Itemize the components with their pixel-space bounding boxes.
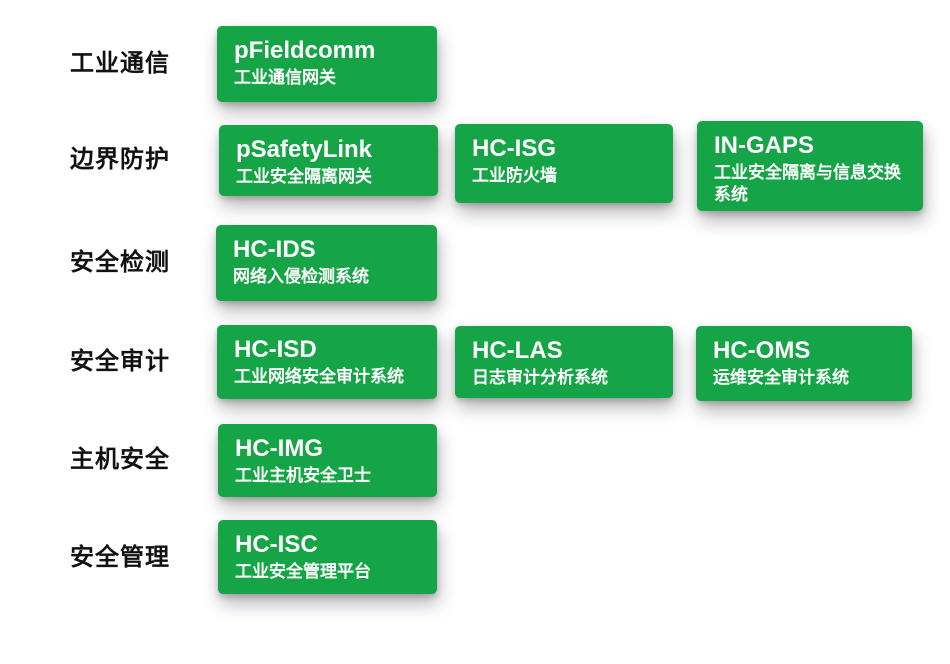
product-card-hc-las: HC-LAS 日志审计分析系统: [455, 326, 673, 398]
category-label-security-detection: 安全检测: [70, 249, 170, 276]
product-name: HC-IDS: [233, 236, 316, 263]
product-name: HC-ISD: [234, 336, 317, 363]
product-name: HC-LAS: [472, 337, 563, 364]
category-label-boundary-protection: 边界防护: [70, 146, 170, 173]
product-desc: 日志审计分析系统: [472, 367, 608, 387]
product-card-hc-img: HC-IMG 工业主机安全卫士: [218, 424, 437, 497]
product-desc: 工业安全管理平台: [235, 561, 371, 581]
product-card-pfieldcomm: pFieldcomm 工业通信网关: [217, 26, 437, 102]
product-card-hc-isd: HC-ISD 工业网络安全审计系统: [217, 325, 437, 399]
product-name: pFieldcomm: [234, 37, 376, 64]
product-desc: 工业防火墙: [472, 165, 557, 185]
product-desc: 工业主机安全卫士: [235, 465, 371, 485]
product-name: HC-IMG: [235, 435, 323, 462]
product-card-hc-isc: HC-ISC 工业安全管理平台: [218, 520, 437, 594]
category-label-host-security: 主机安全: [70, 446, 170, 473]
product-name: HC-ISG: [472, 135, 556, 162]
product-name: HC-OMS: [713, 337, 811, 364]
product-card-hc-isg: HC-ISG 工业防火墙: [455, 124, 673, 203]
product-name: pSafetyLink: [236, 136, 373, 163]
product-card-hc-oms: HC-OMS 运维安全审计系统: [696, 326, 912, 401]
product-desc: 运维安全审计系统: [713, 367, 849, 387]
category-label-security-audit: 安全审计: [70, 348, 170, 375]
product-card-psafetylink: pSafetyLink 工业安全隔离网关: [219, 125, 438, 196]
product-desc: 工业安全隔离与信息交换系统: [714, 162, 901, 204]
product-card-hc-ids: HC-IDS 网络入侵检测系统: [216, 225, 437, 301]
product-name: IN-GAPS: [714, 132, 815, 159]
category-label-security-management: 安全管理: [70, 544, 170, 571]
product-desc: 工业安全隔离网关: [236, 166, 372, 186]
product-desc: 工业通信网关: [234, 67, 336, 87]
product-card-in-gaps: IN-GAPS 工业安全隔离与信息交换系统: [697, 121, 923, 211]
product-name: HC-ISC: [235, 531, 318, 558]
product-desc: 工业网络安全审计系统: [234, 366, 404, 386]
product-desc: 网络入侵检测系统: [233, 266, 369, 286]
category-label-industrial-communication: 工业通信: [70, 50, 170, 77]
